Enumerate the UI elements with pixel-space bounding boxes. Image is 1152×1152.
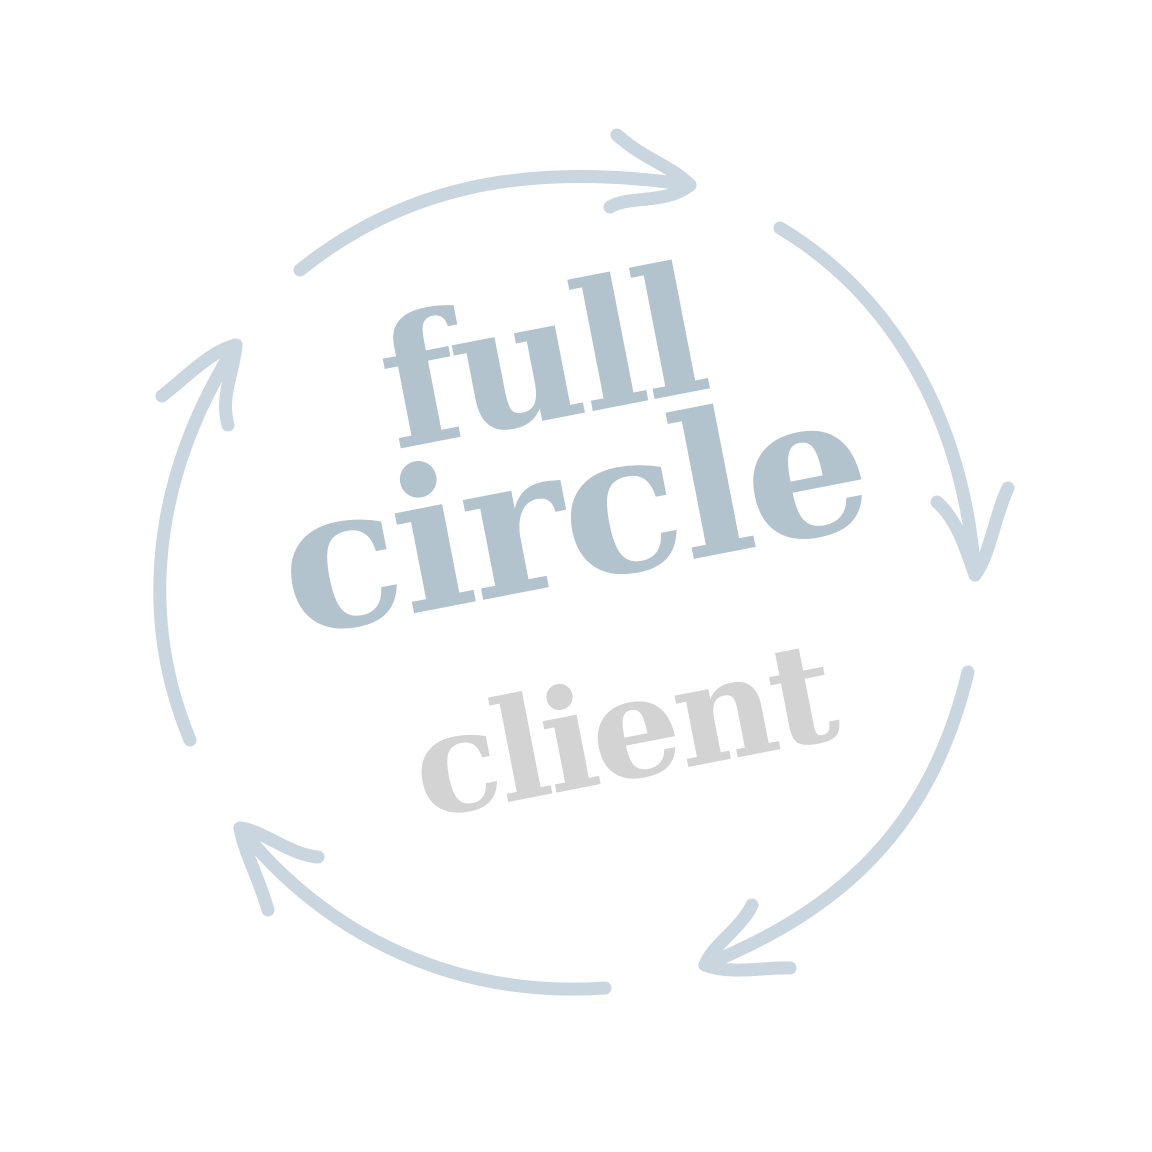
arrow-top [293, 128, 697, 277]
arrow-bottom-right [698, 665, 975, 977]
arrow-right [773, 221, 1015, 582]
arrow-left [153, 338, 243, 747]
arrow-bottom-left [233, 821, 612, 996]
